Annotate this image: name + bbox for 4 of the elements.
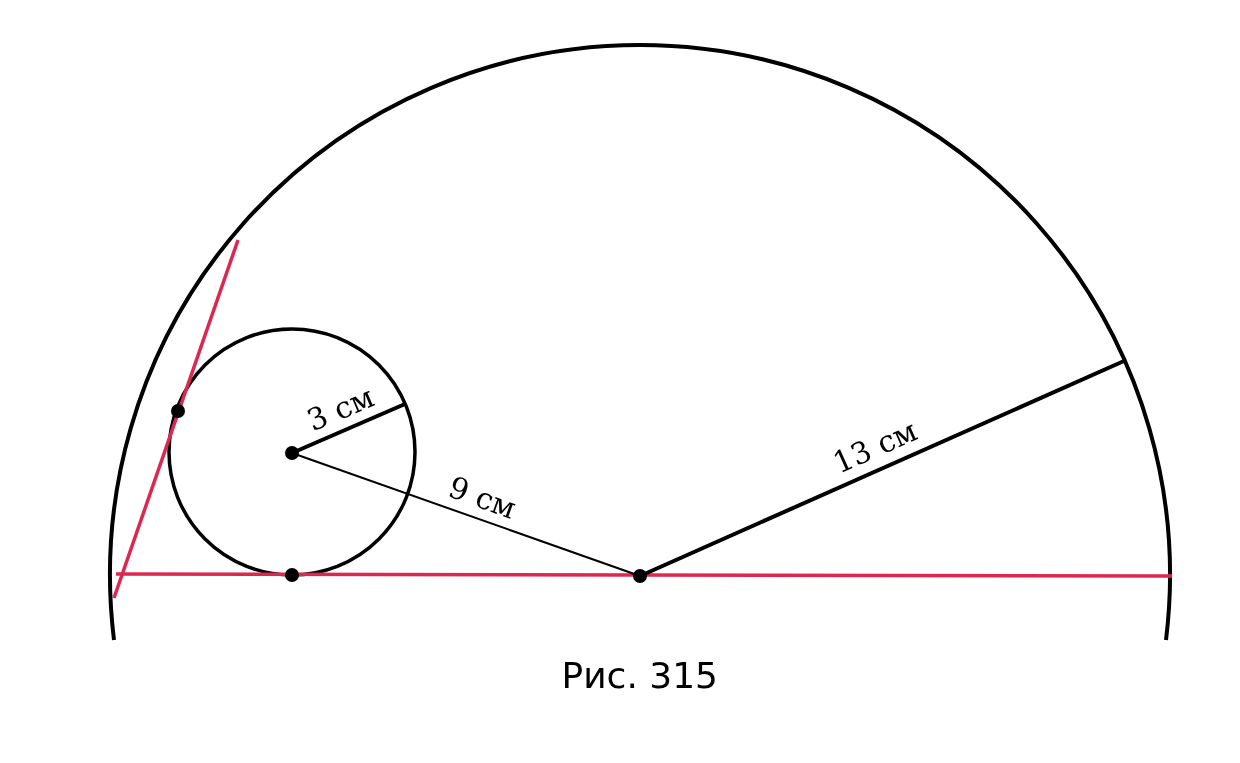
dimension-label: 3 см — [301, 378, 379, 438]
dimension-label: 13 см — [827, 412, 923, 480]
figure-caption: Рис. 315 — [561, 654, 718, 696]
dimension-label: 9 см — [443, 468, 521, 526]
